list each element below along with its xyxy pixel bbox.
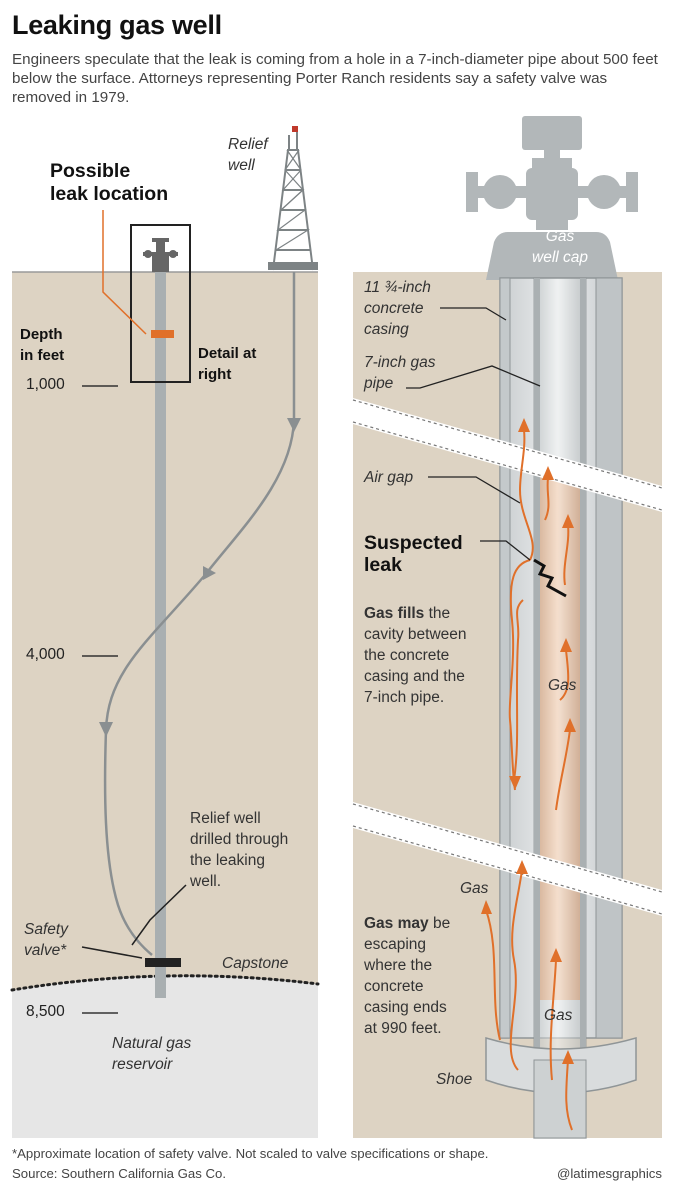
- leak-pointer-line: [102, 210, 147, 335]
- depth-value-1000: 1,000: [26, 376, 65, 393]
- suspected-line-2: leak: [364, 554, 402, 576]
- small-wellhead-icon: [143, 238, 178, 272]
- relief-text-pointer: [131, 884, 187, 946]
- gas-may-line-6: at 990 feet.: [364, 1020, 442, 1037]
- source-credit: Source: Southern California Gas Co.: [12, 1166, 227, 1181]
- depth-label: Depth in feet: [20, 324, 64, 366]
- detail-line-2: right: [198, 366, 232, 383]
- relief-well-line-2: well: [228, 157, 255, 174]
- reservoir-area: [12, 975, 318, 1138]
- left-panel: [10, 126, 320, 1138]
- gas-may-line-3: where the: [364, 957, 433, 974]
- footnote: *Approximate location of safety valve. N…: [12, 1146, 489, 1161]
- relief-arrow-2: [203, 566, 216, 580]
- possible-leak-line-2: leak location: [50, 183, 169, 205]
- gas-fills-line-1: Gas fills the: [364, 603, 467, 624]
- cap-line-1: Gas: [545, 228, 575, 245]
- gas-may-line-1: Gas may be: [364, 913, 450, 934]
- detail-line-1: Detail at: [198, 345, 257, 362]
- relief-text-line-1: Relief well: [190, 810, 261, 827]
- gas-fills-label: Gas fills the cavity between the concret…: [364, 603, 467, 708]
- shoe-label: Shoe: [436, 1071, 473, 1088]
- safety-line-2: valve*: [24, 942, 67, 959]
- casing-line-1: 11 ¾-inch: [364, 279, 431, 296]
- gas-may-label: Gas may be escaping where the concrete c…: [364, 913, 450, 1039]
- large-wellhead-icon: [466, 116, 638, 280]
- safety-pointer-line: [81, 946, 143, 959]
- relief-arrow-3: [99, 722, 113, 737]
- capstone-line: [10, 974, 320, 992]
- gas-may-line-5: casing ends: [364, 999, 447, 1016]
- possible-leak-line-1: Possible: [50, 160, 131, 182]
- relief-arrow-1: [287, 418, 301, 432]
- gas-fills-rest: the: [424, 605, 451, 622]
- gas-may-bold: Gas may: [364, 915, 429, 932]
- safety-valve: [145, 958, 181, 967]
- capstone-label: Capstone: [222, 955, 289, 972]
- gas-fills-bold: Gas fills: [364, 605, 425, 622]
- detail-at-right-label: Detail at right: [198, 343, 256, 385]
- reservoir-line-1: Natural gas: [112, 1035, 192, 1052]
- gas-may-line-2: escaping: [364, 936, 427, 953]
- gas-fills-line-4: casing and the: [364, 668, 465, 685]
- cap-line-2: well cap: [532, 249, 588, 266]
- relief-well-label: Relief well: [228, 134, 268, 176]
- suspected-leak-label: Suspected leak: [364, 532, 463, 576]
- gas-may-line-4: concrete: [364, 978, 424, 995]
- gas-pipe-label: 7-inch gas pipe: [364, 352, 436, 394]
- pipe-below-shoe: [533, 1059, 587, 1139]
- gas-label-lower: Gas: [544, 1007, 573, 1024]
- relief-text-line-3: the leaking: [190, 852, 265, 869]
- leader-lines: [406, 307, 541, 561]
- safety-valve-label: Safety valve*: [24, 919, 68, 961]
- page-subtitle: Engineers speculate that the leak is com…: [12, 51, 658, 106]
- leak-crack-icon: [533, 558, 567, 598]
- casing-line-3: casing: [364, 321, 409, 338]
- relief-drilled-label: Relief well drilled through the leaking …: [190, 808, 288, 892]
- gas-flow-arrowheads: [481, 418, 576, 1064]
- pipe-line-1: 7-inch gas: [364, 354, 436, 371]
- gas-pipe-wall-left: [534, 278, 540, 1138]
- reservoir-label: Natural gas reservoir: [112, 1033, 191, 1075]
- page-title: Leaking gas well: [12, 10, 222, 40]
- gas-pipe-wall-right: [580, 278, 586, 1138]
- gas-fills-line-5: 7-inch pipe.: [364, 689, 445, 706]
- break-band-lower: [353, 802, 662, 916]
- depth-line-2: in feet: [20, 347, 65, 364]
- relief-well-line-1: Relief: [228, 136, 268, 153]
- break-band-upper: [353, 398, 662, 512]
- casing-right-wall: [595, 277, 623, 1039]
- depth-value-4000: 4,000: [26, 646, 65, 663]
- detail-box: [130, 224, 191, 383]
- casing-line-2: concrete: [364, 300, 424, 317]
- leak-marker: [151, 330, 174, 338]
- right-panel: [352, 116, 663, 1139]
- concrete-casing-label: 11 ¾-inch concrete casing: [364, 277, 431, 340]
- gas-flow-lines: [485, 429, 573, 1131]
- graphics-credit: @latimesgraphics: [556, 1166, 662, 1181]
- safety-line-1: Safety: [24, 921, 68, 938]
- gas-label-left: Gas: [460, 880, 489, 897]
- well-cap-label: Gas well cap: [528, 226, 592, 268]
- gas-pipe: [533, 277, 587, 1139]
- leaking-well-pipe: [155, 270, 166, 998]
- relief-well-derrick-icon: [268, 126, 318, 271]
- pipe-line-2: pipe: [364, 375, 394, 392]
- gas-label-upper: Gas: [548, 677, 577, 694]
- depth-line-1: Depth: [20, 326, 63, 343]
- relief-well-path: [103, 272, 296, 956]
- air-gap-label: Air gap: [364, 469, 414, 486]
- suspected-line-1: Suspected: [364, 532, 463, 554]
- casing-left-wall: [499, 277, 511, 1039]
- gas-fills-line-3: the concrete: [364, 647, 450, 664]
- reservoir-line-2: reservoir: [112, 1056, 173, 1073]
- depth-value-8500: 8,500: [26, 1003, 65, 1020]
- relief-text-line-2: drilled through: [190, 831, 289, 848]
- gas-may-rest: be: [428, 915, 451, 932]
- gas-fills-line-2: cavity between: [364, 626, 467, 643]
- relief-text-line-4: well.: [190, 873, 222, 890]
- possible-leak-label: Possible leak location: [50, 160, 168, 206]
